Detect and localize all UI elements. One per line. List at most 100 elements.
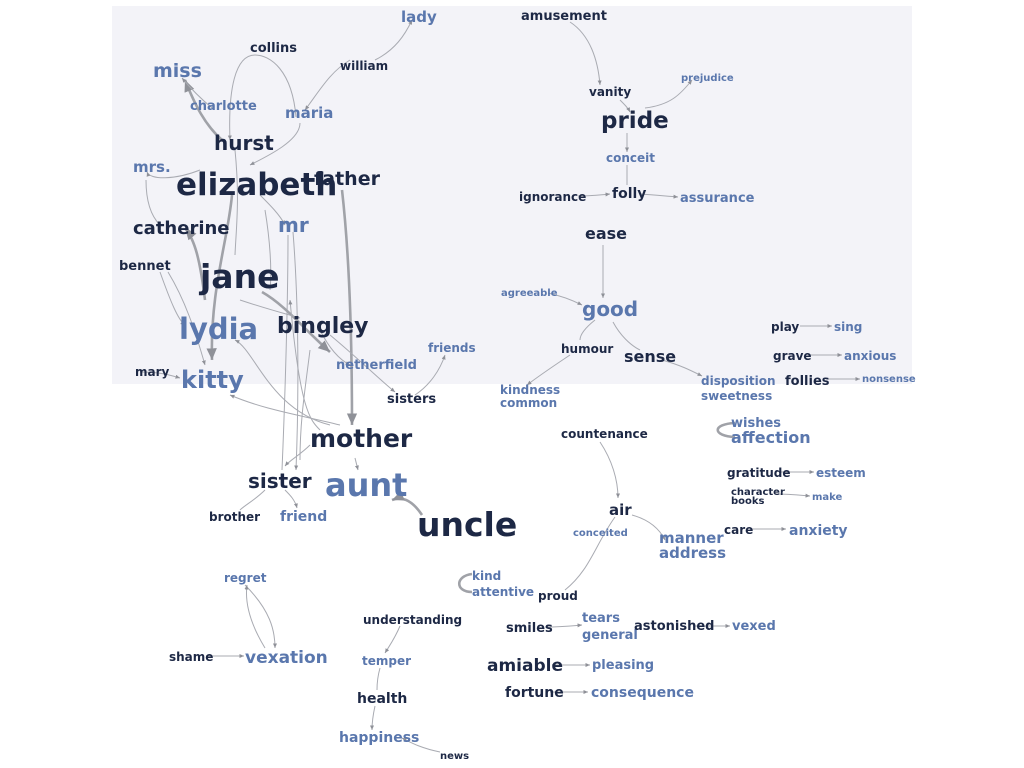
word-elizabeth[interactable]: elizabeth (176, 167, 337, 203)
word-astonished[interactable]: astonished (634, 619, 714, 634)
edge (716, 421, 736, 439)
word-proud[interactable]: proud (538, 589, 578, 603)
word-health[interactable]: health (357, 691, 407, 707)
word-conceit[interactable]: conceit (606, 151, 655, 165)
edge (261, 290, 331, 353)
word-common[interactable]: common (500, 396, 557, 410)
word-conceited[interactable]: conceited (573, 528, 628, 539)
word-nonsense[interactable]: nonsense (862, 374, 916, 385)
word-temper[interactable]: temper (362, 654, 411, 668)
word-fortune[interactable]: fortune (505, 685, 564, 701)
word-sweetness[interactable]: sweetness (701, 389, 772, 403)
word-vanity[interactable]: vanity (589, 85, 631, 99)
word-friends[interactable]: friends (428, 341, 476, 355)
edge (319, 329, 351, 366)
word-follies[interactable]: follies (785, 374, 830, 389)
word-hurst[interactable]: hurst (214, 131, 274, 155)
word-vexation[interactable]: vexation (245, 648, 328, 668)
word-sisters[interactable]: sisters (387, 392, 436, 407)
word-anxiety[interactable]: anxiety (789, 523, 848, 539)
word-charlotte[interactable]: charlotte (190, 99, 257, 114)
word-news[interactable]: news (440, 751, 469, 762)
word-sister[interactable]: sister (248, 469, 312, 493)
word-countenance[interactable]: countenance (561, 427, 648, 441)
word-humour[interactable]: humour (561, 342, 613, 356)
word-air[interactable]: air (609, 501, 632, 519)
word-bennet[interactable]: bennet (119, 259, 171, 274)
word-bingley[interactable]: bingley (277, 314, 369, 339)
word-amiable[interactable]: amiable (487, 656, 563, 676)
word-mrs[interactable]: mrs. (133, 158, 171, 176)
word-character[interactable]: character (731, 487, 785, 498)
word-father[interactable]: father (314, 168, 381, 190)
word-consequence[interactable]: consequence (591, 685, 694, 701)
word-jane[interactable]: jane (198, 257, 279, 296)
word-mother[interactable]: mother (310, 424, 413, 453)
edge (644, 79, 693, 109)
word-esteem[interactable]: esteem (816, 466, 866, 480)
word-kitty[interactable]: kitty (181, 366, 244, 394)
word-gratitude[interactable]: gratitude (727, 466, 790, 480)
word-catherine[interactable]: catherine (133, 218, 230, 239)
word-play[interactable]: play (771, 320, 799, 334)
word-mr[interactable]: mr (278, 213, 309, 237)
word-amusement[interactable]: amusement (521, 9, 607, 24)
word-anxious[interactable]: anxious (844, 349, 896, 363)
word-understanding[interactable]: understanding (363, 613, 462, 627)
word-maria[interactable]: maria (285, 104, 333, 122)
edge (391, 490, 424, 516)
word-attentive[interactable]: attentive (472, 585, 534, 599)
word-care[interactable]: care (724, 523, 753, 537)
word-shame[interactable]: shame (169, 650, 213, 664)
word-pride[interactable]: pride (601, 108, 669, 134)
edge (340, 189, 358, 426)
edge (264, 209, 272, 291)
word-kindness[interactable]: kindness (500, 383, 560, 397)
word-regret[interactable]: regret (224, 571, 267, 585)
word-good[interactable]: good (582, 297, 638, 321)
edge (281, 234, 289, 471)
word-lydia[interactable]: lydia (179, 312, 258, 346)
word-disposition[interactable]: disposition (701, 374, 776, 388)
word-kind[interactable]: kind (472, 569, 501, 583)
word-wishes[interactable]: wishes (731, 416, 781, 431)
word-ease[interactable]: ease (585, 224, 627, 243)
word-vexed[interactable]: vexed (732, 619, 776, 634)
word-uncle[interactable]: uncle (417, 505, 517, 544)
word-sense[interactable]: sense (624, 347, 676, 366)
word-ignorance[interactable]: ignorance (519, 190, 586, 204)
edge (146, 169, 201, 179)
word-lady[interactable]: lady (401, 8, 437, 26)
word-agreeable[interactable]: agreeable (501, 288, 558, 299)
word-friend[interactable]: friend (280, 509, 327, 525)
word-pleasing[interactable]: pleasing (592, 658, 654, 673)
word-william[interactable]: william (340, 59, 388, 73)
word-affection[interactable]: affection (731, 428, 811, 447)
word-prejudice[interactable]: prejudice (681, 73, 734, 84)
word-folly[interactable]: folly (612, 186, 646, 202)
word-mary[interactable]: mary (135, 365, 170, 379)
edge (167, 271, 206, 366)
edge (304, 59, 351, 111)
word-manner[interactable]: manner (659, 529, 724, 547)
word-aunt[interactable]: aunt (325, 466, 407, 504)
word-assurance[interactable]: assurance (680, 191, 755, 206)
word-grave[interactable]: grave (773, 349, 812, 363)
word-happiness[interactable]: happiness (339, 730, 419, 746)
word-general[interactable]: general (582, 628, 638, 643)
word-tears[interactable]: tears (582, 611, 620, 626)
word-address[interactable]: address (659, 544, 726, 562)
word-miss[interactable]: miss (153, 60, 202, 82)
edge (299, 349, 311, 461)
word-make[interactable]: make (812, 492, 843, 503)
word-sing[interactable]: sing (834, 320, 862, 334)
edge (401, 737, 441, 753)
word-collins[interactable]: collins (250, 41, 297, 56)
word-books[interactable]: books (731, 496, 765, 507)
word-brother[interactable]: brother (209, 510, 260, 524)
word-smiles[interactable]: smiles (506, 621, 553, 636)
edge (244, 584, 266, 649)
word-netherfield[interactable]: netherfield (336, 358, 417, 373)
edge (619, 99, 631, 113)
edges (139, 19, 860, 753)
